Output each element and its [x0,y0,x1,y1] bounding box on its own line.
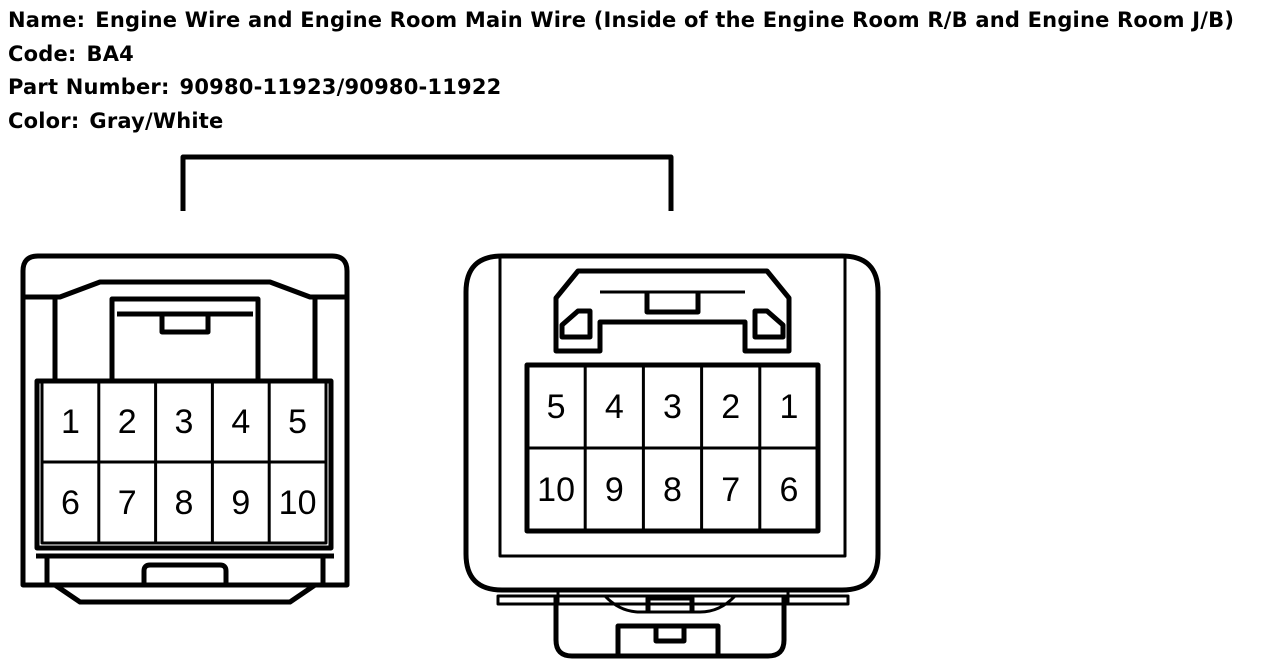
connector-right-pin-2: 2 [721,388,740,426]
code-label: Code: [8,41,77,66]
connector-right-pin-3: 3 [663,388,682,426]
code-value: BA4 [86,41,134,66]
color-label: Color: [8,108,80,133]
connector-left-pin-1: 1 [61,403,80,441]
connector-left-pin-6: 6 [61,484,80,522]
part-number-label: Part Number: [8,75,170,100]
connector-right-pin-4: 4 [605,388,624,426]
right-connector-housing [463,253,881,593]
connector-left-pin-3: 3 [175,403,194,441]
connector-right-pin-1: 1 [779,388,798,426]
connector-right-pin-9: 9 [605,471,624,509]
left-connector-lock-tab [109,296,261,381]
code-line: Code: BA4 [8,38,1234,72]
left-connector [20,253,350,605]
connector-left-pin-8: 8 [175,484,194,522]
color-line: Color: Gray/White [8,105,1234,139]
left-connector-housing [20,253,350,588]
right-connector-latch [553,268,792,354]
right-connector-pin-labels: 5 4 3 2 1 10 9 8 7 6 [537,388,798,509]
color-value: Gray/White [89,108,224,133]
right-connector [463,253,881,659]
connector-left-pin-2: 2 [118,403,137,441]
connector-info: Name: Engine Wire and Engine Room Main Wi… [8,4,1234,138]
connector-left-pin-4: 4 [231,403,250,441]
name-value: Engine Wire and Engine Room Main Wire (I… [95,8,1235,32]
connector-pair-bracket [180,154,674,211]
left-connector-bottom-latch [141,562,229,585]
name-line: Name: Engine Wire and Engine Room Main Wi… [8,4,1234,38]
connector-left-pin-5: 5 [288,403,307,441]
right-connector-bottom-plug [553,596,787,659]
connector-left-pin-9: 9 [231,484,250,522]
connector-right-pin-5: 5 [547,388,566,426]
connector-right-pin-10: 10 [537,471,575,509]
connector-left-pin-7: 7 [118,484,137,522]
connector-right-pin-6: 6 [779,471,798,509]
connector-right-pin-7: 7 [721,471,740,509]
left-connector-shoulder [23,279,347,300]
part-number-line: Part Number: 90980-11923/90980-11922 [8,71,1234,105]
name-label: Name: [8,8,86,32]
part-number-value: 90980-11923/90980-11922 [179,75,502,100]
connector-left-pin-10: 10 [279,484,317,522]
connector-right-pin-8: 8 [663,471,682,509]
